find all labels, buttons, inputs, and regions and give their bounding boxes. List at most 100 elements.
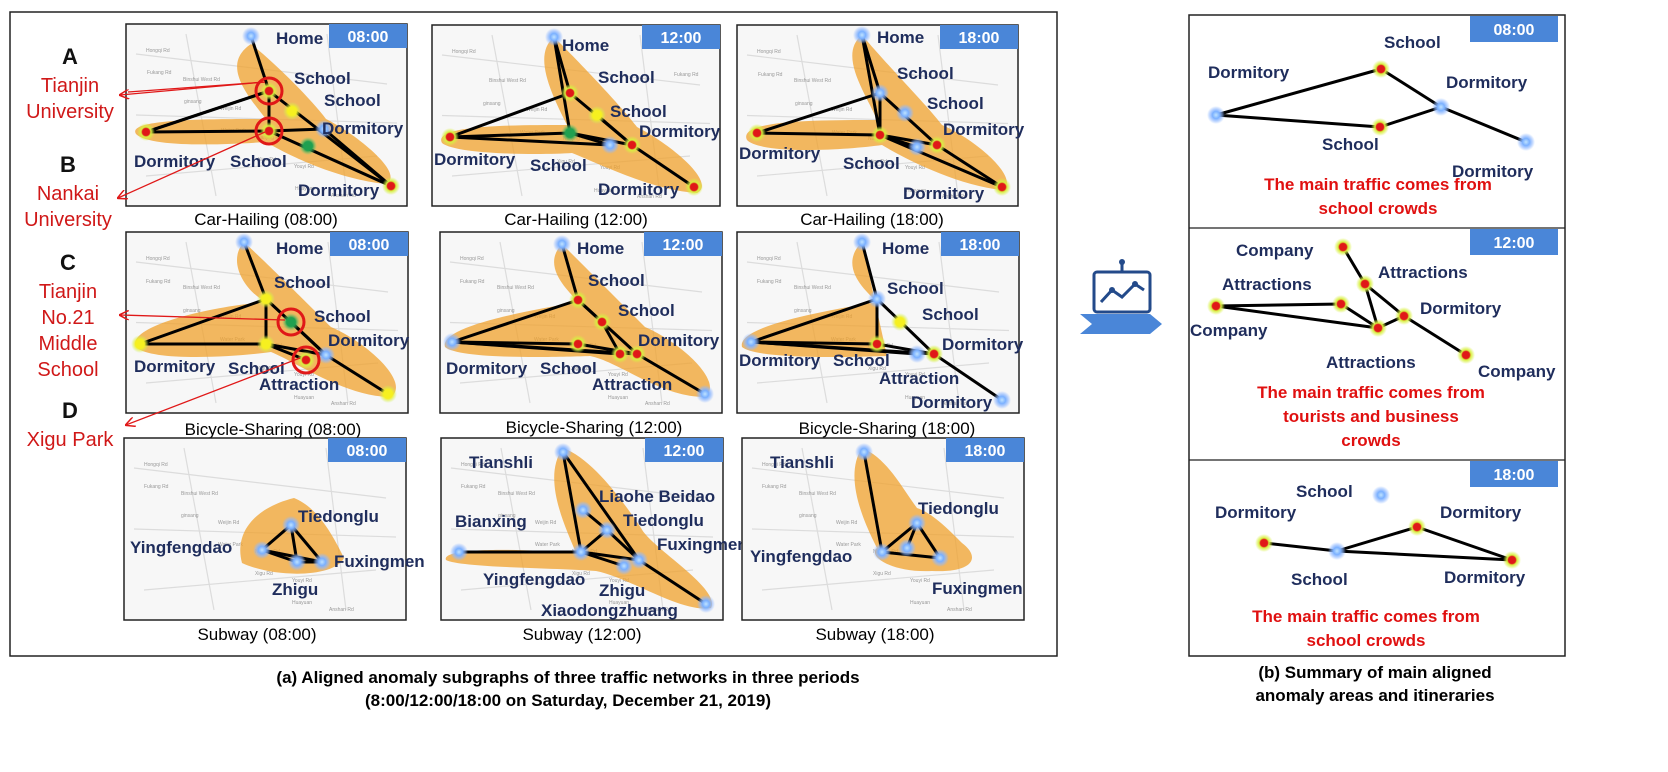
node-label: Dormitory (328, 331, 410, 350)
node-label: Dormitory (446, 359, 528, 378)
map-text: Xigu Rd (255, 571, 273, 577)
node (561, 124, 579, 142)
legend-letter: B (60, 152, 76, 177)
edge (936, 143, 1003, 189)
node (925, 345, 943, 363)
time-badge-text: 08:00 (347, 443, 388, 460)
node-label: Attraction (259, 375, 339, 394)
node-label: Dormitory (298, 181, 380, 200)
node (697, 595, 715, 613)
node-label: Tiedonglu (623, 511, 704, 530)
panel-caption: Car-Hailing (08:00) (194, 210, 338, 229)
node (993, 391, 1011, 409)
edge (552, 36, 572, 134)
summary-text: The main traffic comes from (1264, 175, 1492, 194)
node (441, 128, 459, 146)
anomaly-region (445, 448, 712, 609)
node-label: School (230, 152, 287, 171)
summary-edge (1215, 113, 1381, 129)
highlight-ring (254, 76, 284, 106)
map-text: Hongqi Rd (757, 256, 781, 262)
node (896, 104, 914, 122)
summary-node-label: School (1291, 570, 1348, 589)
caption-b-line-1: (b) Summary of main aligned (1258, 663, 1491, 682)
map-text: Huayuan (294, 395, 314, 401)
map-text: ginsang (483, 101, 501, 107)
node (382, 177, 400, 195)
edge (139, 297, 267, 346)
edge (323, 127, 392, 188)
map-text: Huayuan (910, 600, 930, 606)
node (545, 28, 563, 46)
summary-text: school crowds (1318, 199, 1437, 218)
summary-node-label: Dormitory (1452, 162, 1534, 181)
node (931, 549, 949, 567)
map-text: Huayuan (906, 188, 926, 194)
map-text: Binshui West Rd (497, 285, 534, 291)
summary-node (1372, 60, 1390, 78)
node (868, 290, 886, 308)
map-text: ginsang (498, 513, 516, 519)
node-label: Yingfengdao (483, 570, 585, 589)
map-text: Fukang Rd (757, 279, 782, 285)
summary-node-label: Dormitory (1440, 503, 1522, 522)
node (569, 335, 587, 353)
panel-caption: Subway (12:00) (522, 625, 641, 644)
node-label: Home (276, 239, 323, 258)
time-badge (941, 232, 1019, 256)
legend-text: University (26, 101, 114, 123)
caption-a-line-1: (a) Aligned anomaly subgraphs of three t… (276, 668, 859, 687)
node-label: Dormitory (739, 144, 821, 163)
node-label: Liaohe Beidao (599, 487, 715, 506)
summary-text: tourists and business (1283, 407, 1459, 426)
summary-node (1457, 346, 1475, 364)
time-badge (940, 25, 1018, 49)
map-text: Huayuan (292, 600, 312, 606)
node-label: Dormitory (134, 152, 216, 171)
node (908, 345, 926, 363)
summary-edge (1440, 105, 1527, 144)
time-badge-text: 18:00 (1494, 467, 1535, 484)
node (443, 333, 461, 351)
map-text: Hongqi Rd (757, 49, 781, 55)
map-text: Huayuan (609, 600, 629, 606)
time-badge-text: 18:00 (965, 443, 1006, 460)
legend-arrow-c (120, 315, 286, 321)
node (297, 351, 315, 369)
node-label: Dormitory (639, 122, 721, 141)
node-label: Home (877, 28, 924, 47)
node (873, 543, 891, 561)
node (598, 521, 616, 539)
panel-caption: Car-Hailing (18:00) (800, 210, 944, 229)
edge (449, 131, 571, 139)
edge (638, 558, 707, 606)
node-label: Dormitory (434, 150, 516, 169)
edge (756, 91, 881, 135)
caption-b-line-2: anomaly areas and itineraries (1255, 686, 1494, 705)
node-label: School (610, 102, 667, 121)
summary-node (1328, 542, 1346, 560)
node (242, 27, 260, 45)
map-text: Youyi Rd (905, 372, 925, 378)
summary-node-label: Company (1190, 321, 1268, 340)
summary-node (1503, 551, 1521, 569)
map-text: Youyi Rd (608, 372, 628, 378)
node (891, 313, 909, 331)
map-text: Anshan Rd (329, 607, 354, 613)
node-label: School (324, 91, 381, 110)
edge (933, 352, 1003, 402)
map-text: Anshan Rd (646, 607, 671, 613)
summary-text: crowds (1341, 431, 1401, 450)
node-label: School (887, 279, 944, 298)
panel-caption: Subway (08:00) (197, 625, 316, 644)
node (257, 290, 275, 308)
anomaly-region (135, 44, 391, 184)
node-label: School (314, 307, 371, 326)
map-text: ginsang (795, 101, 813, 107)
node (868, 335, 886, 353)
legend-text: No.21 (41, 307, 94, 329)
